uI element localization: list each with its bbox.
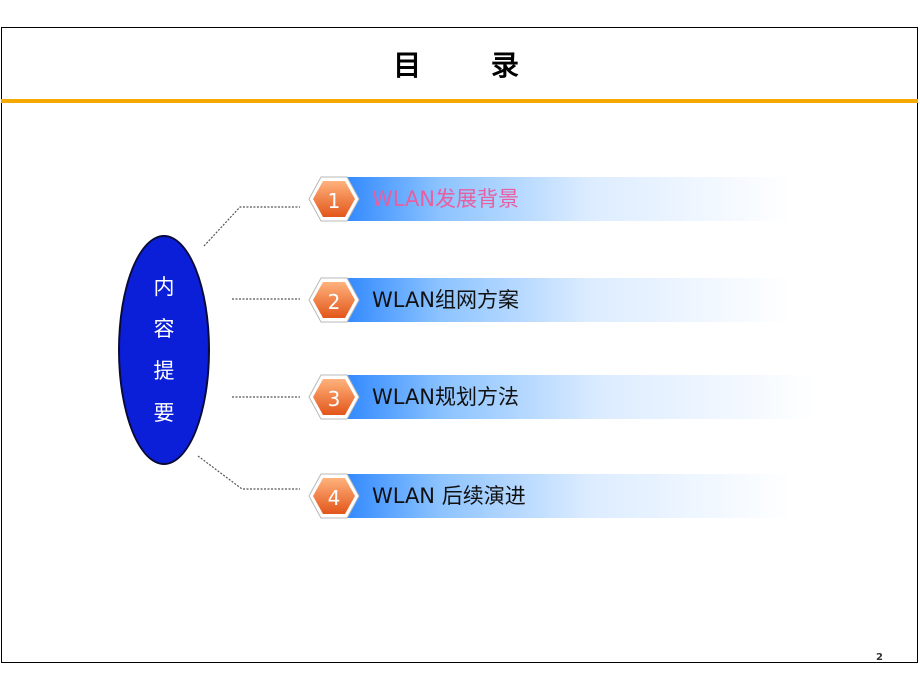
toc-label: WLAN发展背景: [372, 187, 520, 211]
side-label-char: 提: [153, 359, 175, 383]
toc-bar: [340, 177, 792, 221]
hexagon-icon: [308, 374, 360, 420]
toc-number: 2: [327, 290, 341, 314]
toc-item-2[interactable]: 2 WLAN组网方案: [308, 277, 792, 323]
title-divider: [1, 99, 918, 103]
toc-label: WLAN组网方案: [372, 288, 520, 312]
toc-bar: [340, 278, 792, 322]
summary-oval: 内 容 提 要: [118, 235, 210, 465]
toc-number: 4: [327, 486, 341, 510]
side-label-char: 容: [153, 317, 175, 341]
toc-label: WLAN 后续演进: [372, 484, 526, 508]
slide-title: 目 录: [393, 49, 549, 82]
side-label-char: 内: [153, 275, 175, 299]
toc-item-3[interactable]: 3 WLAN规划方法: [308, 374, 816, 420]
page-number: 2: [876, 652, 883, 663]
hexagon-icon: [308, 277, 360, 323]
toc-number: 1: [327, 189, 341, 213]
toc-item-1[interactable]: 1 WLAN发展背景: [308, 176, 792, 222]
slide-frame: [1, 27, 918, 663]
hexagon-icon: [308, 473, 360, 519]
toc-item-4[interactable]: 4 WLAN 后续演进: [308, 473, 792, 519]
toc-bar: [340, 375, 816, 419]
toc-label: WLAN规划方法: [372, 385, 520, 409]
toc-bar: [340, 474, 792, 518]
hexagon-icon: [308, 176, 360, 222]
toc-number: 3: [327, 387, 341, 411]
side-label-char: 要: [153, 401, 175, 425]
